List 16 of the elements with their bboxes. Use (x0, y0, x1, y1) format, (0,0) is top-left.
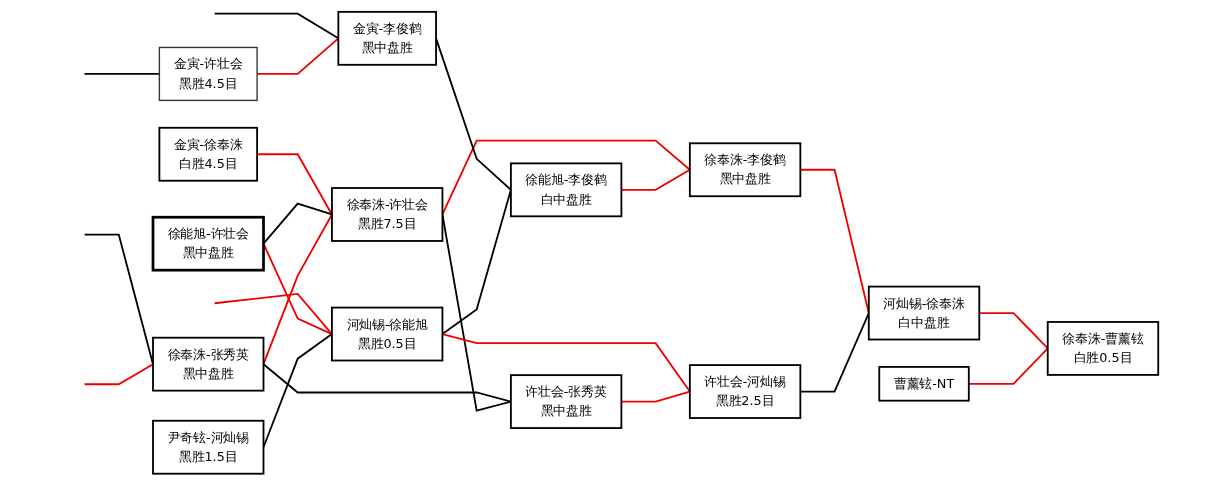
node-box: 尹奇铉-河灿锡 黑胜1.5目 (152, 419, 265, 475)
node-box: 曹薰铉-NT (878, 366, 970, 402)
node-box: 徐奉洙-张秀英 黑中盘胜 (152, 336, 265, 392)
node-box: 徐奉洙-许壮会 黑胜7.5目 (331, 187, 444, 242)
node-box: 许壮会-张秀英 黑中盘胜 (509, 374, 623, 429)
node-box: 徐能旭-李俊鹤 白中盘胜 (509, 162, 623, 218)
node-box: 金寅-李俊鹤 黑中盘胜 (337, 10, 437, 66)
node-box: 徐奉洙-曹薰铉 白胜0.5目 (1046, 321, 1160, 376)
node-box: 徐奉洙-李俊鹤 黑中盘胜 (688, 142, 802, 198)
node-box: 河灿锡-徐能旭 黑胜0.5目 (331, 306, 444, 362)
node-box: 河灿锡-徐奉洙 白中盘胜 (867, 285, 981, 341)
node-box: 许壮会-河灿锡 黑胜2.5目 (688, 364, 802, 419)
node-box: 徐能旭-许壮会 黑中盘胜 (151, 215, 265, 272)
node-box: 金寅-徐奉洙 白胜4.5目 (158, 126, 258, 182)
connector (83, 363, 154, 386)
node-box: 金寅-许壮会 黑胜4.5目 (158, 46, 258, 102)
